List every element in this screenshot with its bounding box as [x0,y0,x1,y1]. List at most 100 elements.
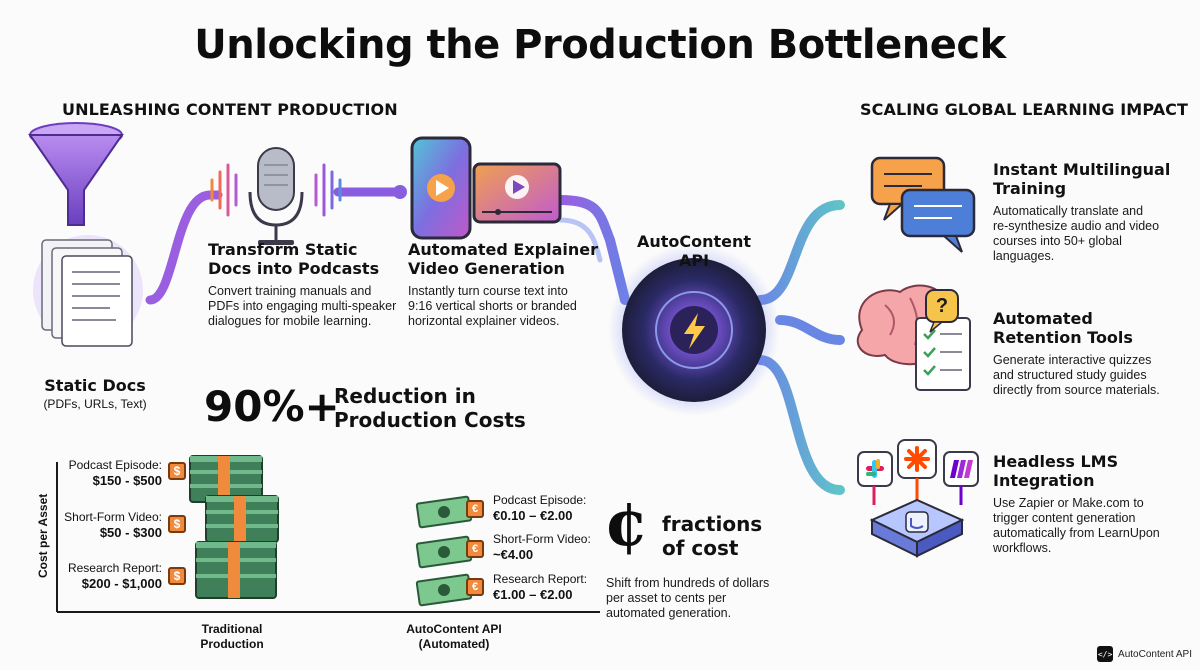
podcast-title-line1: Transform Static [208,240,358,259]
multilingual-title-line1: Instant Multilingual [993,160,1171,179]
multilingual-desc-line4: languages. [993,249,1055,263]
retention-title-line1: Automated [993,309,1093,328]
lightning-icon [684,313,705,349]
traditional-label-line1: Traditional [201,622,263,636]
static-docs-block: Static Docs (PDFs, URLs, Text) [30,376,160,412]
video-desc-line3: horizontal explainer videos. [408,314,560,328]
fractions-desc-line3: automated generation. [606,606,732,620]
video-title-line1: Automated Explainer [408,240,599,259]
api-label-line1: AutoContent API [406,622,502,636]
fractions-desc: Shift from hundreds of dollars per asset… [606,576,796,621]
microphone-icon [248,147,304,245]
cost-label: Short-Form Video: [493,532,591,546]
traditional-cost-report: Research Report: $200 - $1,000 [56,561,162,591]
static-docs-subtitle: (PDFs, URLs, Text) [43,397,147,411]
funnel-icon [28,134,124,226]
traditional-cost-video: Short-Form Video: $50 - $300 [56,510,162,540]
multilingual-title-line2: Training [993,179,1067,198]
retention-desc-line2: and structured study guides [993,368,1147,382]
traditional-category-label: Traditional Production [172,622,292,652]
cost-label: Podcast Episode: [68,458,162,472]
cost-value: €0.10 – €2.00 [493,508,573,523]
lms-title-line1: Headless LMS [993,452,1119,471]
lms-feature: Headless LMS Integration Use Zapier or M… [993,452,1193,556]
fractions-line1: fractions [662,512,763,536]
multilingual-desc-line2: re-synthesize audio and video [993,219,1160,233]
api-category-label: AutoContent API (Automated) [384,622,524,652]
video-desc-line1: Instantly turn course text into [408,284,568,298]
chart-y-label: Cost per Asset [36,493,50,578]
chat-bubbles-icon [870,156,976,253]
euro-tag-icon: € [466,500,484,518]
dollar-tag-icon: $ [168,515,186,533]
retention-feature: Automated Retention Tools Generate inter… [993,309,1193,398]
retention-desc-line1: Generate interactive quizzes [993,353,1152,367]
cost-value: $50 - $300 [99,525,162,540]
video-feature: Automated Explainer Video Generation Ins… [408,240,608,329]
api-cost-video: Short-Form Video: ~€4.00 [493,532,603,562]
euro-tag-icon: € [466,578,484,596]
checklist-icon [915,317,971,391]
reduction-line2: Production Costs [334,408,526,432]
fractions-desc-line1: Shift from hundreds of dollars [606,576,770,590]
lms-desc-line2: trigger content generation [993,511,1136,525]
podcast-desc-line1: Convert training manuals and [208,284,372,298]
podcast-desc-line3: dialogues for mobile learning. [208,314,372,328]
api-cost-report: Research Report: €1.00 – €2.00 [493,572,603,602]
reduction-number: 90%+ [204,382,340,431]
fractions-caption: fractions of cost [662,512,762,560]
cost-value: $200 - $1,000 [81,576,162,591]
podcast-title-line2: Docs into Podcasts [208,259,380,278]
lms-desc-line1: Use Zapier or Make.com to [993,496,1144,510]
dollar-tag-icon: $ [168,462,186,480]
sound-wave-icon [210,163,342,217]
static-docs-title: Static Docs [44,376,146,395]
traditional-cost-podcast: Podcast Episode: $150 - $500 [56,458,162,488]
reduction-caption: Reduction in Production Costs [334,384,526,432]
cost-value: €1.00 – €2.00 [493,587,573,602]
retention-desc-line3: directly from source materials. [993,383,1160,397]
euro-tag-icon: € [466,540,484,558]
video-player-icon [472,162,562,224]
slack-icon [857,451,893,487]
retention-title-line2: Retention Tools [993,328,1133,347]
make-icon [943,451,979,487]
documents-icon [41,239,133,347]
money-stacks-icon [189,455,279,599]
video-desc-line2: 9:16 vertical shorts or branded [408,299,577,313]
podcast-desc-line2: PDFs into engaging multi-speaker [208,299,397,313]
cost-value: $150 - $500 [92,473,162,488]
lms-desc-line4: workflows. [993,541,1052,555]
multilingual-desc-line3: courses into 50+ global [993,234,1122,248]
multilingual-feature: Instant Multilingual Training Automatica… [993,160,1193,264]
smartphone-video-icon [410,136,472,240]
hub-label: AutoContent API [636,232,752,270]
cost-label: Short-Form Video: [64,510,162,524]
left-section-heading: UNLEASHING CONTENT PRODUCTION [62,100,398,119]
cost-label: Research Report: [493,572,588,586]
lms-title-line2: Integration [993,471,1095,490]
code-icon: </> [1097,646,1114,662]
question-mark-icon: ? [935,294,949,317]
fractions-desc-line2: per asset to cents per [606,591,727,605]
reduction-line1: Reduction in [334,384,476,408]
video-title-line2: Video Generation [408,259,565,278]
zapier-icon [897,439,937,479]
right-section-heading: SCALING GLOBAL LEARNING IMPACT [860,100,1189,119]
brand-badge-label: AutoContent API [1118,648,1192,660]
podcast-feature: Transform Static Docs into Podcasts Conv… [208,240,408,329]
page-title: Unlocking the Production Bottleneck [194,22,1006,68]
learnupon-platform-icon [869,498,965,558]
cash-bills-icon [415,495,473,607]
api-label-line2: (Automated) [418,637,490,651]
cost-label: Research Report: [67,561,162,575]
fractions-line2: of cost [662,536,739,560]
api-cost-podcast: Podcast Episode: €0.10 – €2.00 [493,493,603,523]
multilingual-desc-line1: Automatically translate and [993,204,1144,218]
dollar-tag-icon: $ [168,567,186,585]
cent-icon: ¢ [604,486,649,561]
cost-value: ~€4.00 [493,547,534,562]
brand-badge: </> AutoContent API [1097,644,1192,664]
lms-desc-line3: automatically from LearnUpon [993,526,1160,540]
